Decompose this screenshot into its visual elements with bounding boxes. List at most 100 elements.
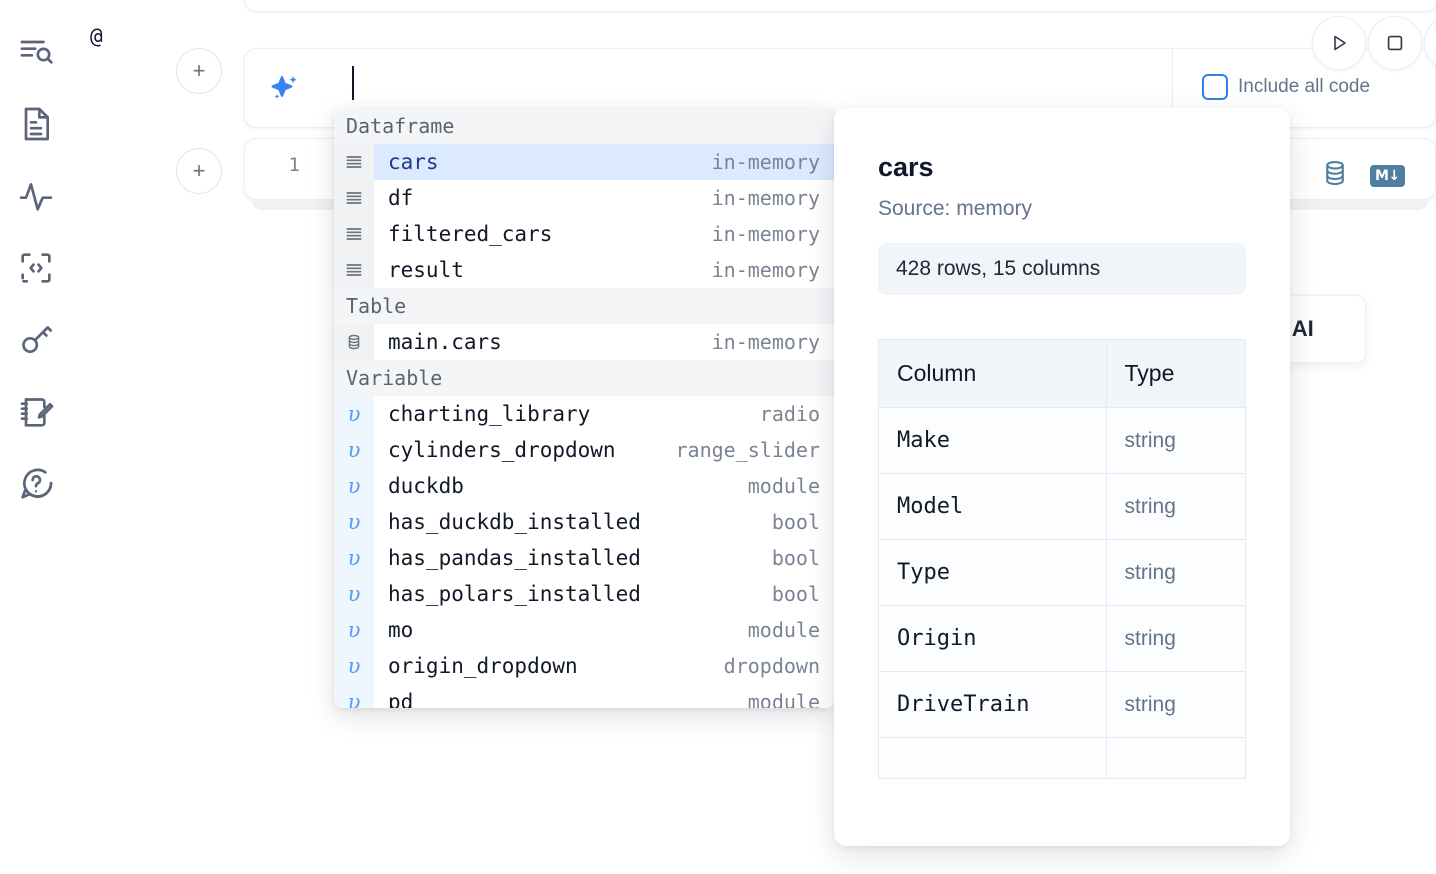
schema-column-type — [1105, 737, 1247, 779]
include-all-code-checkbox[interactable]: Include all code — [1202, 74, 1370, 100]
autocomplete-item[interactable]: filtered_cars in-memory — [334, 216, 834, 252]
autocomplete-item-type: module — [747, 618, 820, 642]
cell-toolbar-icons: M↓ — [1320, 158, 1405, 193]
variable-icon: υ — [334, 432, 374, 468]
variable-icon: υ — [334, 468, 374, 504]
dataframe-icon — [334, 216, 374, 252]
add-cell-above-button[interactable]: + — [176, 48, 222, 94]
autocomplete-item-type: in-memory — [711, 330, 820, 354]
autocomplete-item-name: has_pandas_installed — [388, 546, 641, 570]
autocomplete-item-type: module — [747, 474, 820, 498]
autocomplete-group-header: Table — [334, 288, 834, 324]
autocomplete-item[interactable]: main.cars in-memory — [334, 324, 834, 360]
autocomplete-item-name: df — [388, 186, 414, 210]
doc-shape-badge: 428 rows, 15 columns — [878, 243, 1246, 295]
autocomplete-item-name: charting_library — [388, 402, 591, 426]
snippets-code-icon[interactable] — [8, 232, 64, 304]
sparkle-icon — [267, 71, 303, 107]
schema-header-cell: Type — [1105, 339, 1247, 408]
autocomplete-item-name: cylinders_dropdown — [388, 438, 616, 462]
autocomplete-item-type: module — [747, 690, 820, 708]
autocomplete-item-type: in-memory — [711, 222, 820, 246]
schema-column-name: Origin — [878, 605, 1107, 672]
autocomplete-item-name: has_duckdb_installed — [388, 510, 641, 534]
variable-icon: υ — [334, 648, 374, 684]
help-icon[interactable] — [8, 448, 64, 520]
schema-header-cell: Column — [878, 339, 1107, 408]
prompt-divider — [1172, 48, 1173, 128]
autocomplete-item-name: has_polars_installed — [388, 582, 641, 606]
variable-icon: υ — [334, 396, 374, 432]
dataframe-icon — [334, 144, 374, 180]
autocomplete-item[interactable]: cars in-memory — [334, 144, 834, 180]
autocomplete-item-name: main.cars — [388, 330, 502, 354]
doc-title: cars — [878, 152, 934, 182]
autocomplete-item-type: bool — [771, 510, 820, 534]
checkbox-box[interactable] — [1202, 74, 1228, 100]
schema-column-type: string — [1105, 671, 1247, 738]
autocomplete-item-type: dropdown — [723, 654, 820, 678]
variable-icon: υ — [334, 504, 374, 540]
autocomplete-item-type: bool — [771, 546, 820, 570]
autocomplete-item-type: in-memory — [711, 150, 820, 174]
table-row — [878, 737, 1247, 779]
previous-cell — [244, 0, 1436, 12]
autocomplete-item-type: bool — [771, 582, 820, 606]
schema-column-name: DriveTrain — [878, 671, 1107, 738]
stop-button[interactable] — [1368, 16, 1422, 70]
autocomplete-group-header: Variable — [334, 360, 834, 396]
schema-column-type: string — [1105, 605, 1247, 672]
variable-icon: υ — [334, 612, 374, 648]
key-icon[interactable] — [8, 304, 64, 376]
autocomplete-item[interactable]: υ has_duckdb_installed bool — [334, 504, 834, 540]
schema-column-type: string — [1105, 539, 1247, 606]
scratchpad-edit-icon[interactable] — [8, 376, 64, 448]
run-button[interactable] — [1312, 16, 1366, 70]
file-icon[interactable] — [8, 88, 64, 160]
text-caret — [352, 66, 354, 100]
autocomplete-item[interactable]: υ cylinders_dropdown range_slider — [334, 432, 834, 468]
autocomplete-item-name: origin_dropdown — [388, 654, 578, 678]
ai-prompt-input[interactable]: @ — [90, 24, 103, 48]
autocomplete-item-type: in-memory — [711, 186, 820, 210]
add-cell-below-button[interactable]: + — [176, 148, 222, 194]
autocomplete-item-name: filtered_cars — [388, 222, 553, 246]
dataframe-icon — [334, 180, 374, 216]
schema-column-name: Model — [878, 473, 1107, 540]
markdown-icon[interactable]: M↓ — [1370, 164, 1405, 187]
line-number: 1 — [288, 154, 300, 176]
variable-icon: υ — [334, 576, 374, 612]
autocomplete-item-name: cars — [388, 150, 439, 174]
autocomplete-item-name: pd — [388, 690, 414, 708]
database-icon[interactable] — [1320, 158, 1350, 193]
autocomplete-item-name: result — [388, 258, 464, 282]
documentation-panel: cars Source: memory 428 rows, 15 columns… — [834, 108, 1290, 846]
activity-icon[interactable] — [8, 160, 64, 232]
left-icon-rail — [0, 0, 72, 874]
include-all-code-label: Include all code — [1238, 76, 1371, 97]
schema-column-type: string — [1105, 407, 1247, 474]
autocomplete-item-type: range_slider — [675, 438, 821, 462]
autocomplete-item-name: duckdb — [388, 474, 464, 498]
autocomplete-item[interactable]: υ has_polars_installed bool — [334, 576, 834, 612]
explorer-search-icon[interactable] — [8, 16, 64, 88]
variable-icon: υ — [334, 684, 374, 708]
autocomplete-item[interactable]: υ origin_dropdown dropdown — [334, 648, 834, 684]
table-icon — [334, 324, 374, 360]
schema-column-name: Type — [878, 539, 1107, 606]
autocomplete-item[interactable]: df in-memory — [334, 180, 834, 216]
